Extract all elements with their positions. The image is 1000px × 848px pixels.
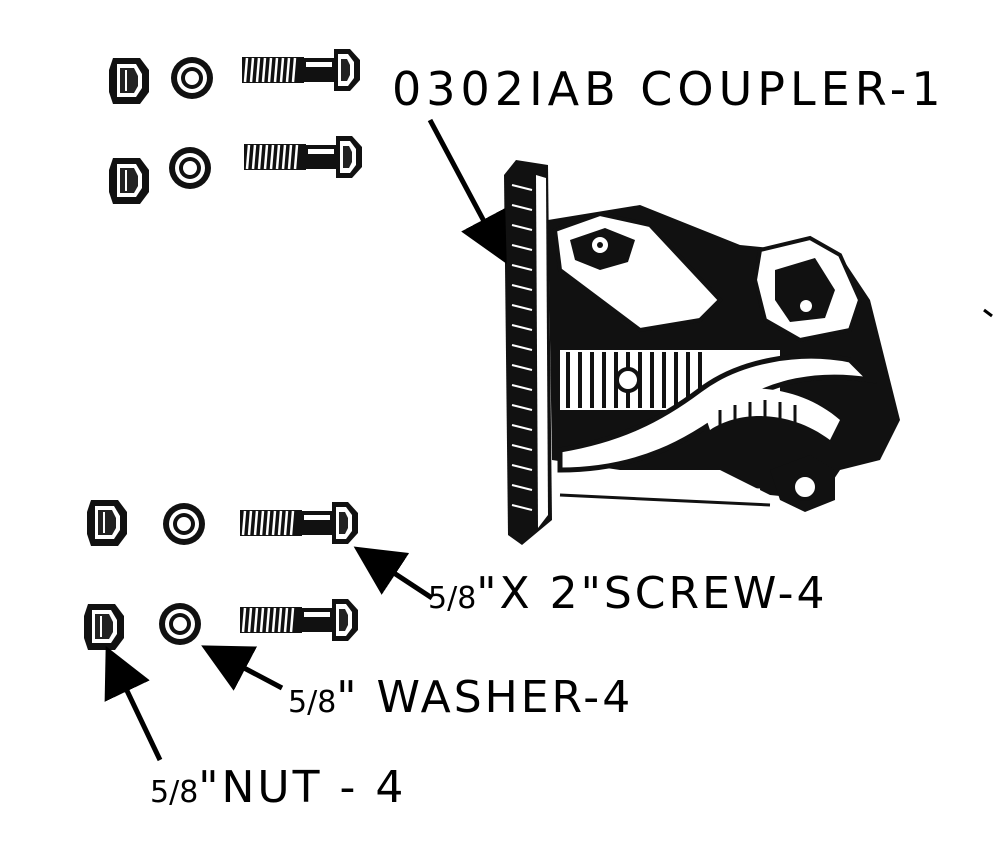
nut-text: "NUT - 4 (198, 762, 407, 813)
nut-label: 5/8"NUT - 4 (150, 762, 406, 813)
nut-fraction: 5/8 (150, 775, 199, 810)
nut-icon (108, 157, 150, 205)
screw-fraction: 5/8 (428, 581, 477, 616)
screw-icon (238, 500, 360, 546)
coupler-label: 0302IAB COUPLER-1 (392, 62, 946, 116)
washer-arrow (201, 645, 284, 691)
washer-label: 5/8" WASHER-4 (288, 672, 633, 723)
washer-icon (159, 603, 201, 645)
coupler-arrow (427, 118, 507, 264)
nut-icon (108, 57, 150, 105)
washer-icon (163, 503, 205, 545)
screw-label: 5/8"X 2"SCREW-4 (428, 568, 828, 619)
washer-icon (169, 147, 211, 189)
screw-arrow (353, 546, 434, 601)
nut-icon (83, 603, 125, 651)
coupler-illustration (504, 160, 900, 545)
screw-text: "X 2"SCREW-4 (476, 568, 828, 619)
screw-icon (242, 134, 364, 180)
washer-text: " WASHER-4 (336, 672, 634, 723)
screw-icon (240, 47, 362, 93)
nut-arrow (104, 645, 163, 762)
washer-icon (171, 57, 213, 99)
washer-fraction: 5/8 (288, 685, 337, 720)
nut-icon (86, 499, 128, 547)
screw-icon (238, 597, 360, 643)
